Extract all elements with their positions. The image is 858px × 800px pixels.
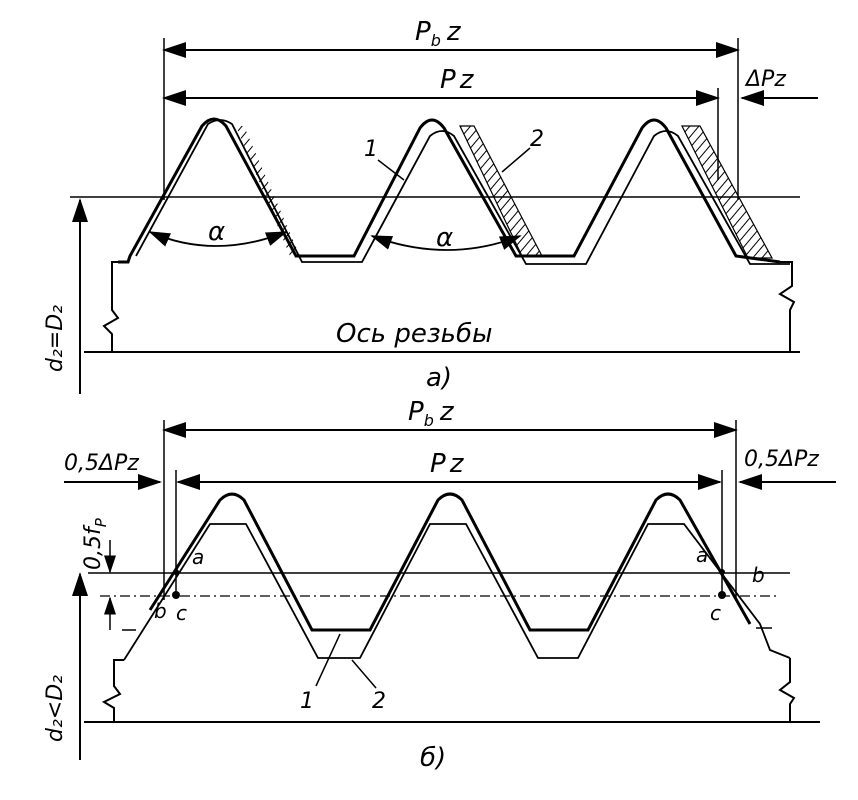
label-alpha-left: α bbox=[208, 217, 225, 247]
label-point-b-left: b bbox=[154, 599, 167, 623]
label-diameter-a: d₂=D₂ bbox=[43, 305, 68, 372]
right-body-b bbox=[778, 658, 796, 722]
thread-profile-2-b bbox=[123, 523, 791, 661]
label-point-c-left: c bbox=[176, 601, 187, 625]
label-delta-pz: ΔPz bbox=[744, 67, 786, 92]
angle-arc-right bbox=[370, 235, 522, 251]
leader-profile-2-a bbox=[501, 147, 531, 173]
label-half-fp: 0,5fP bbox=[81, 517, 110, 570]
left-body-a bbox=[102, 261, 120, 352]
label-alpha-right: α bbox=[436, 223, 453, 253]
label-diameter-b: d₂<D₂ bbox=[43, 675, 68, 742]
point-a-right bbox=[719, 569, 725, 575]
thread-profile-1-a bbox=[118, 117, 781, 264]
label-profile-1-a: 1 bbox=[364, 137, 378, 162]
label-point-c-right: c bbox=[710, 601, 721, 625]
label-point-a-right: a bbox=[696, 543, 708, 567]
point-a-left bbox=[173, 569, 179, 575]
point-c-right bbox=[718, 591, 726, 599]
point-c-left bbox=[172, 591, 180, 599]
caption-a: а) bbox=[426, 363, 452, 393]
hatch-region-2 bbox=[681, 125, 774, 259]
leader-profile-1-b bbox=[315, 633, 341, 687]
label-half-delta-right: 0,5ΔPz bbox=[744, 447, 819, 472]
right-body-a bbox=[778, 261, 796, 352]
thread-profile-2-a bbox=[135, 119, 790, 265]
label-thread-axis: Ось резьбы bbox=[336, 319, 493, 349]
thread-profile-1-b bbox=[148, 492, 752, 632]
leader-profile-1-a bbox=[377, 159, 405, 181]
hatch-region-0 bbox=[236, 126, 300, 256]
leader-profile-2-b bbox=[351, 659, 377, 689]
label-profile-2-a: 2 bbox=[530, 127, 544, 152]
label-profile-2-b: 2 bbox=[372, 689, 386, 714]
label-half-delta-left: 0,5ΔPz bbox=[64, 451, 139, 476]
label-point-a-left: a bbox=[192, 545, 204, 569]
caption-b: б) bbox=[420, 743, 446, 773]
left-body-b bbox=[101, 659, 124, 722]
angle-arc-left bbox=[148, 231, 288, 247]
label-profile-1-b: 1 bbox=[300, 689, 314, 714]
label-point-b-right: b bbox=[752, 563, 765, 587]
